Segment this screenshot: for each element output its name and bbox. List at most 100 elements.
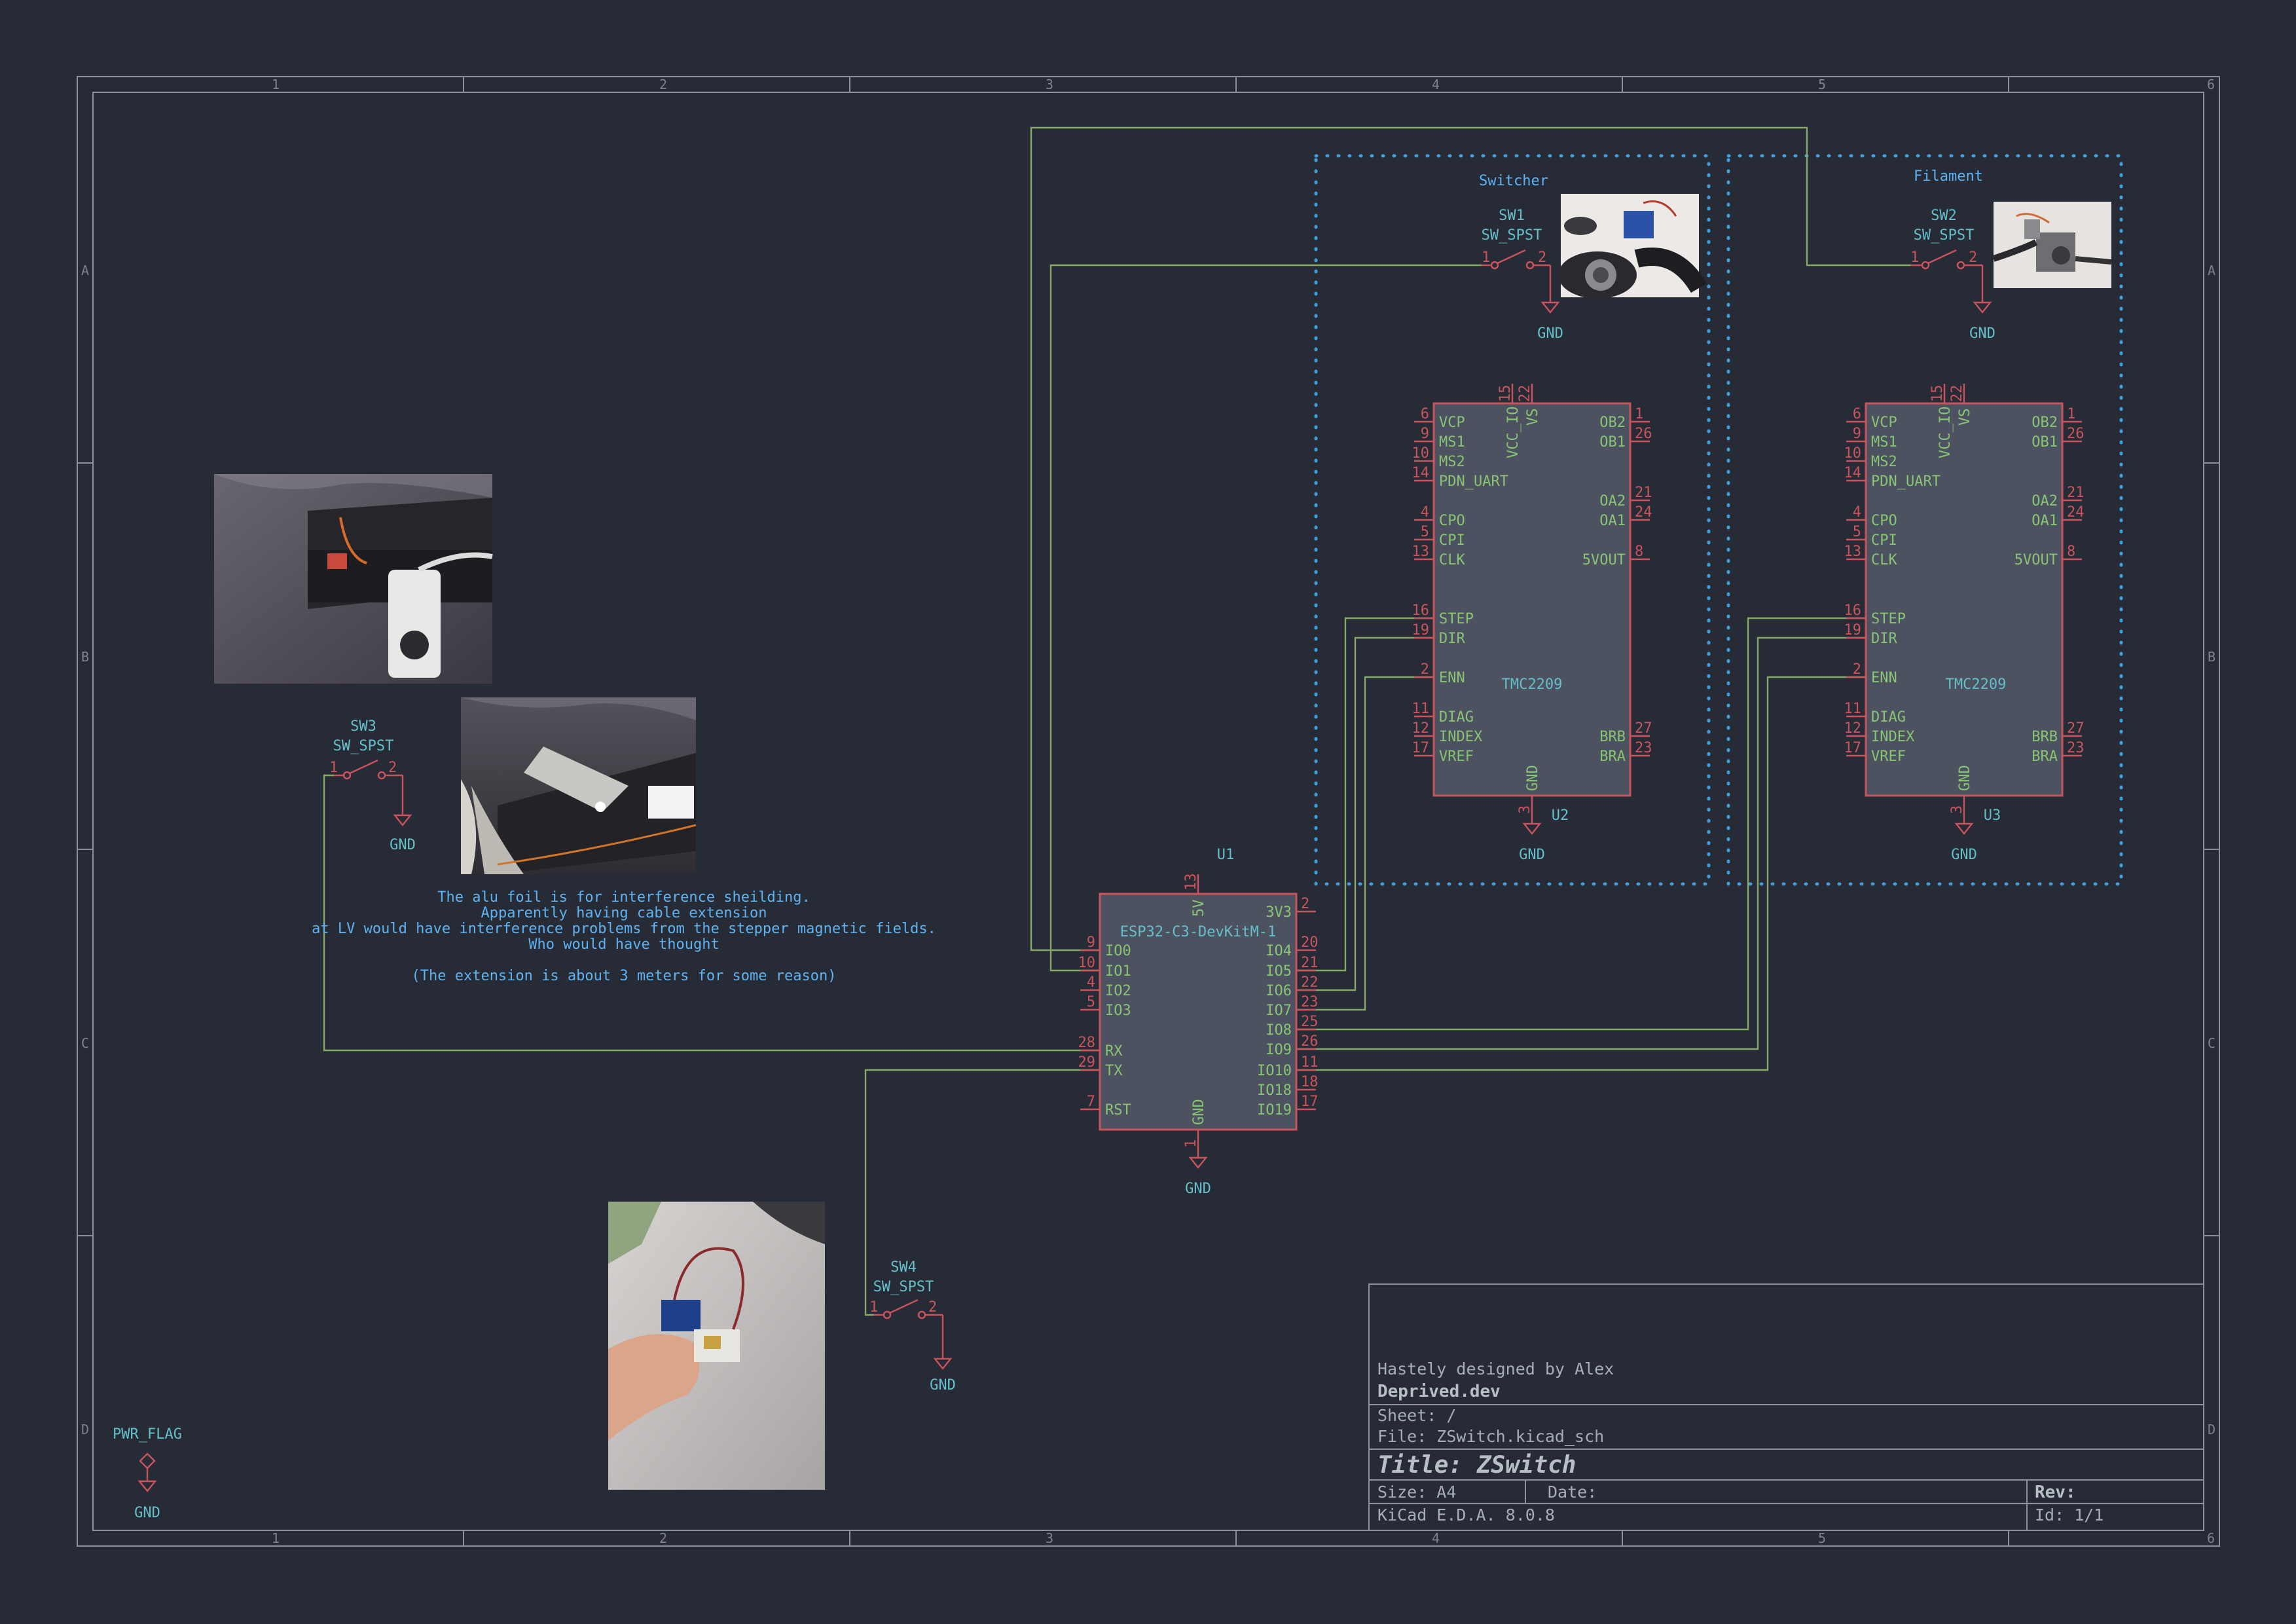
wire-io1-sw1 — [1049, 264, 1482, 972]
pin-number: 15 — [1497, 385, 1514, 403]
pin-name: IO1 — [1105, 963, 1131, 980]
pin-number: 2 — [1853, 661, 1861, 678]
pin-number: 13 — [1412, 544, 1430, 560]
pin-name: 5VOUT — [2014, 552, 2058, 568]
file-text: File: ZSwitch.kicad_sch — [1377, 1427, 1604, 1446]
pin-number: 5 — [1853, 524, 1861, 540]
u3-body[interactable] — [1865, 402, 2064, 797]
pin-name: BRB — [1599, 729, 1626, 745]
grid-column-labels-top: 1 2 3 4 5 6 — [272, 77, 2215, 92]
pin-name: MS2 — [1439, 454, 1465, 470]
pin-name: VREF — [1439, 748, 1474, 765]
gnd-symbol-sw1[interactable]: GND — [1537, 301, 1563, 342]
pin-number: 9 — [1087, 934, 1095, 951]
gnd-label: GND — [1951, 847, 1977, 863]
u2-tmc2209-symbol[interactable]: U2 TMC2209 15 VCC_IO 22 VS 6 VCP 9 MS1 1… — [1412, 384, 1652, 824]
pin-number: 14 — [1844, 465, 1862, 481]
u2-bottom-pins: 3 GND — [1517, 765, 1541, 815]
pin-number: 2 — [1301, 896, 1309, 912]
u2-value: TMC2209 — [1502, 676, 1563, 693]
pin-number: 11 — [1301, 1054, 1319, 1071]
designer-text: Hastely designed by Alex — [1377, 1359, 1614, 1378]
sw2-reference: SW2 — [1931, 208, 1957, 224]
sw2-switch-symbol[interactable]: SW2 SW_SPST 1 2 — [1910, 208, 1984, 303]
pin-name: OA2 — [1599, 493, 1626, 509]
pin-name: MS1 — [1439, 434, 1465, 451]
pin-name: RST — [1105, 1102, 1131, 1118]
gnd-symbol-sw3[interactable]: GND — [390, 814, 416, 853]
company-text: Deprived.dev — [1377, 1382, 1501, 1401]
pin-name: IO3 — [1105, 1003, 1131, 1019]
u3-left-pins: 6 VCP 9 MS1 10 MS2 14 PDN_UART 4 CPO 5 C… — [1844, 406, 1941, 765]
pin-number: 12 — [1844, 720, 1862, 737]
pin-number: 27 — [1635, 720, 1652, 737]
wire-tx-sw4 — [864, 1069, 1100, 1316]
date-text: Date: — [1548, 1483, 1597, 1502]
sw3-value: SW_SPST — [333, 738, 394, 754]
pin-number: 26 — [2067, 426, 2085, 442]
grid-row-label: C — [2208, 1035, 2215, 1051]
pin-name: OB1 — [1599, 434, 1626, 451]
gnd-label: GND — [1537, 325, 1563, 342]
grid-row-labels-right: A B C D — [2208, 263, 2215, 1437]
grid-row-label: D — [81, 1422, 89, 1437]
pin-number: 24 — [1635, 504, 1652, 521]
pin-name: MS1 — [1871, 434, 1897, 451]
gnd-symbol-u1[interactable]: GND — [1185, 1149, 1211, 1197]
pin-name: 5VOUT — [1582, 552, 1626, 568]
u1-right-pins: 2 3V3 20 IO4 21 IO5 22 IO6 23 IO7 25 IO8… — [1257, 896, 1318, 1118]
gnd-label: GND — [390, 837, 416, 853]
pwr-flag-symbol[interactable]: PWR_FLAG GND — [113, 1426, 182, 1521]
pin-number: 20 — [1301, 934, 1319, 951]
u1-body[interactable] — [1099, 893, 1298, 1131]
u2-reference: U2 — [1552, 807, 1569, 824]
pin-number: 17 — [1301, 1094, 1319, 1110]
wires — [323, 126, 1910, 1316]
grid-row-label: B — [81, 649, 89, 665]
pin-number: 16 — [1844, 602, 1862, 619]
pin-name: DIR — [1439, 631, 1465, 647]
u3-top-pins: 15 VCC_IO 22 VS — [1929, 384, 1973, 458]
sw3-switch-symbol[interactable]: SW3 SW_SPST 1 2 — [329, 718, 404, 815]
sw4-reference: SW4 — [890, 1259, 917, 1276]
pin-name: IO8 — [1266, 1022, 1292, 1039]
pin-number: 14 — [1412, 465, 1430, 481]
pin-name: VCC_IO — [1937, 407, 1954, 458]
pin-name: INDEX — [1871, 729, 1915, 745]
sw3-reference: SW3 — [350, 718, 376, 735]
pin-number: 9 — [1421, 426, 1429, 442]
gnd-label: GND — [930, 1377, 956, 1393]
u1-esp32-symbol[interactable]: U1 ESP32-C3-DevKitM-1 13 5V 9 IO0 10 IO1… — [1078, 847, 1319, 1149]
sw1-switch-symbol[interactable]: SW1 SW_SPST 1 2 — [1482, 208, 1552, 303]
gnd-symbol-u2[interactable]: GND — [1519, 815, 1545, 863]
sw4-switch-symbol[interactable]: SW4 SW_SPST 1 2 — [869, 1259, 944, 1359]
pin-name: OB1 — [2032, 434, 2058, 451]
pin-number: 12 — [1412, 720, 1430, 737]
pin-name: IO18 — [1257, 1082, 1292, 1099]
gnd-label: GND — [1969, 325, 1995, 342]
u3-right-pins: 1 OB2 26 OB1 21 OA2 24 OA1 8 5VOUT 27 BR… — [2014, 406, 2085, 765]
pin-number: 19 — [1412, 622, 1430, 638]
pin-number: 4 — [1087, 974, 1095, 991]
grid-col-label: 5 — [1818, 1530, 1826, 1546]
u3-tmc2209-symbol[interactable]: U3 TMC2209 15 VCC_IO 22 VS 6 VCP 9 MS1 1… — [1844, 384, 2085, 824]
pin-name: CLK — [1871, 552, 1897, 568]
pin-name: VS — [1957, 409, 1973, 426]
photo-filament-sensor — [1992, 202, 2112, 288]
pin-name: 5V — [1191, 900, 1207, 917]
pin-name: OA2 — [2032, 493, 2058, 509]
pin-number: 22 — [1949, 385, 1965, 403]
u2-right-pins: 1 OB2 26 OB1 21 OA2 24 OA1 8 5VOUT 27 BR… — [1582, 406, 1652, 765]
pin-number: 3 — [1949, 805, 1965, 814]
pin-name: TX — [1105, 1063, 1123, 1079]
pin-number: 1 — [1635, 406, 1643, 422]
gnd-symbol-sw4[interactable]: GND — [930, 1357, 956, 1393]
u2-body[interactable] — [1432, 402, 1631, 797]
gnd-symbol-sw2[interactable]: GND — [1969, 301, 1995, 342]
wire-io7-u2-enn — [1296, 676, 1434, 1011]
grid-row-label: D — [2208, 1422, 2215, 1437]
gnd-symbol-u3[interactable]: GND — [1951, 815, 1977, 863]
pin-name: CLK — [1439, 552, 1465, 568]
pin-number: 6 — [1853, 406, 1861, 422]
